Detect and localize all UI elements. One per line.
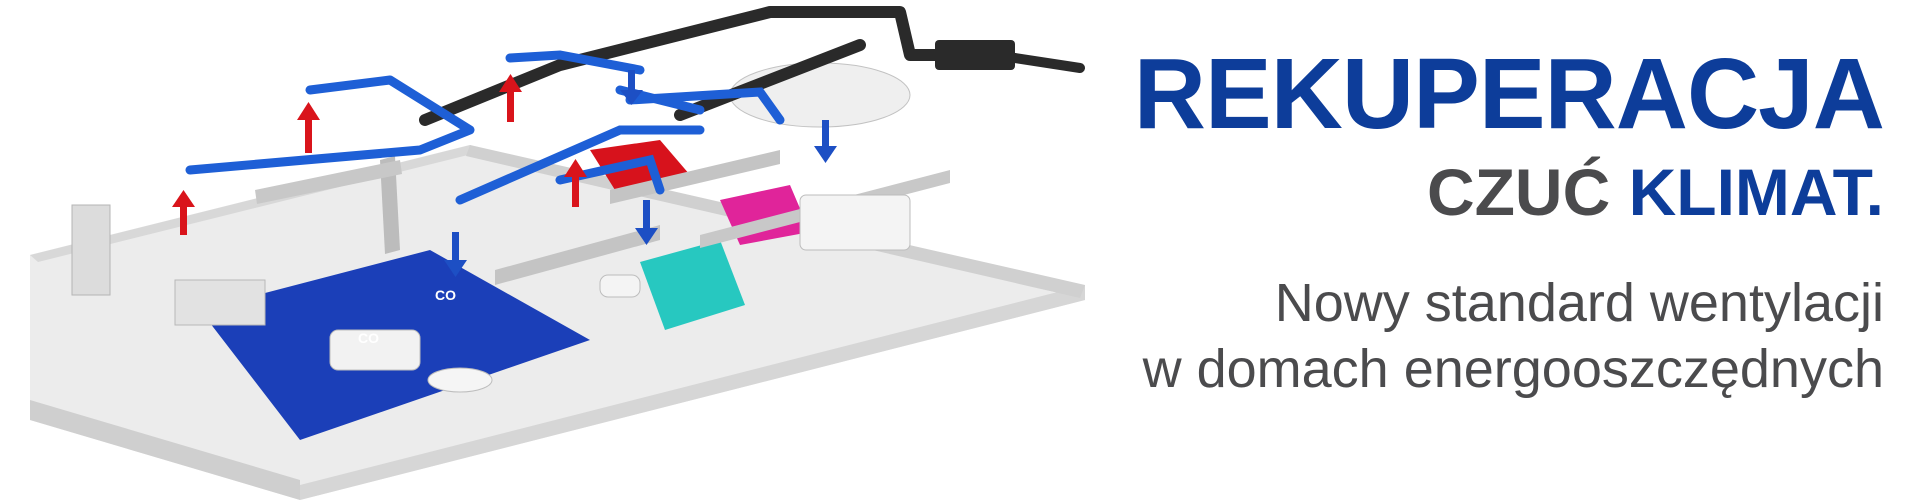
interior-wall-1: [380, 156, 400, 254]
arrow-down-icon: [444, 232, 467, 277]
main-duct-2: [674, 39, 866, 121]
subline-part-1: CZUĆ: [1426, 155, 1611, 229]
arrow-up-icon: [499, 74, 522, 122]
kitchen-island: [174, 279, 266, 326]
subline-part-2: KLIMAT.: [1628, 155, 1884, 229]
interior-wall-2: [495, 225, 660, 285]
co2-label: CO: [358, 330, 379, 346]
tagline-line-2: w domach energooszczędnych: [1142, 339, 1884, 399]
bed: [799, 194, 911, 251]
arrow-down-icon: [814, 120, 837, 163]
recuperator-unit-icon: [935, 40, 1015, 70]
arrow-up-icon: [297, 102, 320, 153]
tagline: Nowy standard wentylacji w domach energo…: [1084, 270, 1884, 402]
arrow-up-icon: [172, 190, 195, 235]
floor-slab-front: [300, 285, 1085, 500]
house-ventilation-illustration: CO CO: [30, 6, 1085, 500]
interior-wall-5: [255, 160, 402, 204]
tagline-line-1: Nowy standard wentylacji: [1274, 273, 1884, 333]
blue-duct-4: [625, 87, 785, 125]
bathroom-zone: [640, 240, 745, 330]
text-block: REKUPERACJA CZUĆ KLIMAT. Nowy standard w…: [1084, 38, 1885, 402]
main-duct-1: [419, 6, 966, 126]
co2-label: CO: [435, 287, 456, 303]
floor-slab-edge: [30, 400, 300, 500]
arrow-down-icon: [635, 200, 658, 245]
blue-duct-1: [185, 75, 475, 175]
outlet-duct: [1010, 53, 1085, 73]
arrow-down-icon: [620, 70, 643, 105]
blue-duct-2: [505, 50, 645, 75]
coffee-table: [427, 367, 493, 393]
sofa: [329, 329, 421, 371]
arrow-up-icon: [564, 159, 587, 207]
blue-duct-3: [455, 125, 705, 205]
blue-duct-6: [555, 154, 665, 195]
fridge: [71, 204, 111, 296]
subline: CZUĆ KLIMAT.: [1084, 154, 1884, 230]
headline: REKUPERACJA: [1133, 38, 1885, 150]
interior-wall-3: [610, 150, 780, 204]
bathtub: [599, 274, 641, 298]
